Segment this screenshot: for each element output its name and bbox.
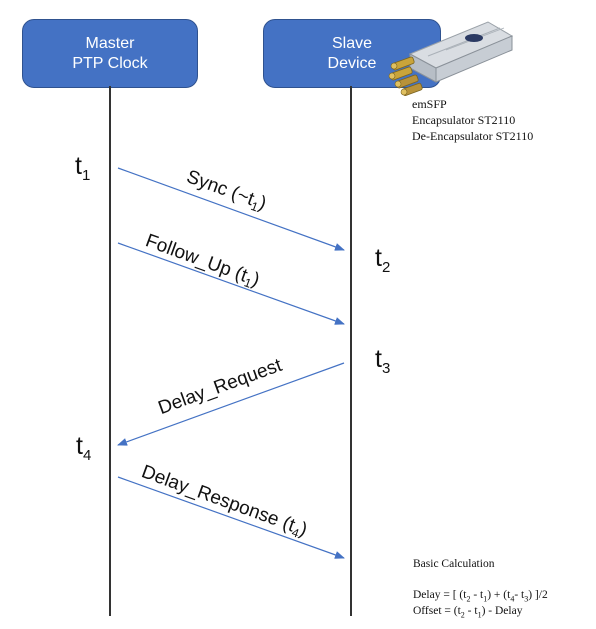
master-box-line1: Master — [85, 34, 135, 52]
sync-arrow — [117, 167, 345, 251]
timestamp-t1: t1 — [75, 152, 91, 184]
timestamp-t3: t3 — [375, 345, 391, 377]
follow-up-arrow — [117, 242, 345, 325]
slave-box-line2: Device — [327, 54, 377, 72]
caption-line-3: De-Encapsulator ST2110 — [412, 129, 534, 143]
delay-response-arrow — [117, 476, 345, 559]
emsfp-transceiver-icon — [388, 21, 514, 97]
master-ptp-clock-box: Master PTP Clock — [22, 19, 198, 88]
caption-line-1: emSFP — [412, 97, 447, 111]
calc-offset-formula: Offset = (t2 - t1) - Delay — [413, 605, 523, 620]
calc-heading: Basic Calculation — [413, 558, 495, 570]
delay-request-arrow — [117, 362, 345, 446]
calc-delay-formula: Delay = [ (t2 - t1) + (t4- t3) ]/2 — [413, 589, 548, 604]
caption-line-2: Encapsulator ST2110 — [412, 113, 516, 127]
master-box-line2: PTP Clock — [72, 54, 148, 72]
timestamp-t4: t4 — [76, 432, 92, 464]
timestamp-t2: t2 — [375, 244, 391, 276]
master-lifeline — [109, 86, 111, 616]
slave-box-line1: Slave — [331, 34, 373, 52]
slave-lifeline — [350, 86, 352, 616]
device-caption: emSFP Encapsulator ST2110 De-Encapsulato… — [412, 96, 533, 144]
